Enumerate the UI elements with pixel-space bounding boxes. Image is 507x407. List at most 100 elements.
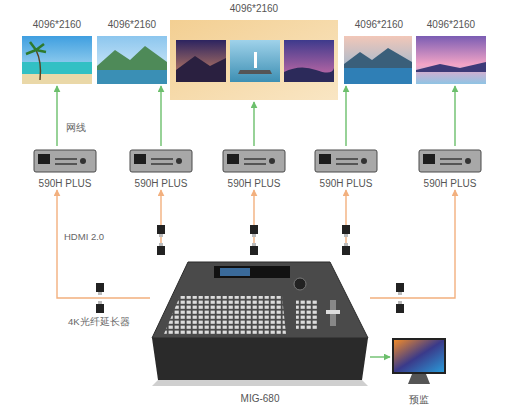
screen-wide-part (284, 67, 334, 82)
monitor-art-part (392, 338, 446, 374)
switcher-console-art-part (152, 338, 368, 380)
processor-590h-part-part (361, 158, 367, 164)
processor-590h-part-part (38, 154, 50, 164)
screen-beach (22, 36, 92, 84)
fiber-extender-part (157, 225, 165, 255)
processor-590h-part-part (440, 158, 462, 160)
signal-arrow (370, 356, 390, 357)
switcher-console-art-part (152, 262, 368, 338)
fiber-extender-part-part (344, 234, 348, 237)
hdmi-cable (370, 190, 455, 298)
fiber-extender-part-part (96, 283, 104, 292)
screen-sunset (416, 36, 486, 84)
screen-sunset-part (416, 36, 486, 84)
processor-590h-part-part (336, 158, 358, 160)
processor-590h-part-part (227, 154, 239, 164)
screen-wide-part (170, 20, 338, 100)
fiber-extender-part (96, 283, 104, 313)
switcher-console-art-part (214, 266, 290, 278)
fiber-extender-part-part (159, 234, 163, 237)
screen-beach-part (36, 50, 41, 80)
hdmi-cable (345, 190, 346, 255)
screen-wide-part (230, 40, 280, 82)
processor-590h-part-part (465, 158, 471, 164)
processor-590h-part-part (419, 150, 481, 172)
resolution-label: 4096*2160 (355, 18, 403, 31)
processor-590h-part-part (423, 154, 435, 164)
fiber-extender (96, 225, 404, 313)
fiber-extender-part-part (396, 283, 404, 292)
device-name: 590H PLUS (424, 177, 477, 190)
processor-590h-part (223, 150, 285, 172)
processor-590h-part-part (34, 150, 96, 172)
fiber-extender-part-part (344, 243, 348, 246)
processor-590h-part-part (55, 163, 77, 165)
monitor-label: 预监 (409, 393, 429, 406)
fiber-extender-part-part (157, 246, 165, 255)
resolution-label: 4096*2160 (108, 18, 156, 31)
processor-590h-part-part (151, 158, 173, 160)
switcher-console-art (152, 262, 368, 386)
screen-lake-part (344, 48, 412, 68)
screen-beach-part (22, 62, 92, 74)
switcher-console-art-part (152, 380, 368, 386)
screen-mountain (97, 36, 167, 84)
fiber-extender-part-part (252, 234, 256, 237)
video-processor: 590H PLUS (309, 146, 383, 190)
fiber-extender-part (396, 283, 404, 313)
fiber-extender-part-part (157, 225, 165, 234)
monitor-art-part (394, 340, 444, 372)
screen-sunset-part (416, 62, 486, 72)
fiber-extender-part-part (342, 225, 350, 234)
hdmi-cable (253, 190, 254, 255)
processor-590h-part-part (269, 158, 275, 164)
processor-590h-part-part (244, 158, 266, 160)
signal-arrow (345, 86, 346, 146)
fiber-extender-part (342, 225, 350, 255)
fiber-extender-part-part (96, 304, 104, 313)
fiber-extender-part-part (396, 304, 404, 313)
switcher-console-art-part (164, 296, 286, 334)
switcher-console-art-part (326, 310, 340, 314)
screen-wide-part (284, 40, 334, 82)
processor-590h-part-part (176, 158, 182, 164)
screen-mountain-part (97, 70, 167, 84)
fiber-extender-part-part (252, 243, 256, 246)
video-processor: 590H PLUS (413, 146, 487, 190)
preview-monitor: 预监 (390, 336, 448, 406)
device-name: 590H PLUS (228, 177, 281, 190)
hdmi-cable (160, 190, 161, 255)
processor-590h-part (315, 150, 377, 172)
fiber-extender-part-part (159, 243, 163, 246)
led-screen: 4096*2160 (95, 18, 169, 86)
hdmi-cable (57, 190, 150, 298)
processor-590h-part-part (134, 154, 146, 164)
led-screen: 4096*2160 (414, 18, 488, 86)
screen-wide-part (254, 52, 257, 68)
video-processor: 590H PLUS (217, 146, 291, 190)
fiber-extender-part-part (398, 301, 402, 304)
led-screen: 4096*2160 (20, 18, 94, 86)
switcher-console: MIG-680 (150, 255, 370, 405)
processor-590h-part-part (151, 163, 173, 165)
processor-590h-part-part (315, 150, 377, 172)
switcher-console-art-part (294, 278, 306, 290)
led-screen: 4096*2160 (168, 2, 340, 102)
processor-590h-part-part (244, 163, 266, 165)
fiber-extender-part (250, 225, 258, 255)
screen-lake-part (344, 36, 412, 84)
processor-590h-part-part (80, 158, 86, 164)
screen-beach-part (22, 36, 92, 84)
processor-590h-part-part (55, 158, 77, 160)
processor-590h (34, 150, 481, 172)
edge-label: 网线 (66, 122, 86, 134)
part-label: 4K光纤延长器 (68, 316, 130, 328)
signal-arrow (253, 102, 254, 146)
fiber-extender-part-part (250, 246, 258, 255)
processor-590h-part-part (223, 150, 285, 172)
signal-arrow (454, 86, 455, 146)
